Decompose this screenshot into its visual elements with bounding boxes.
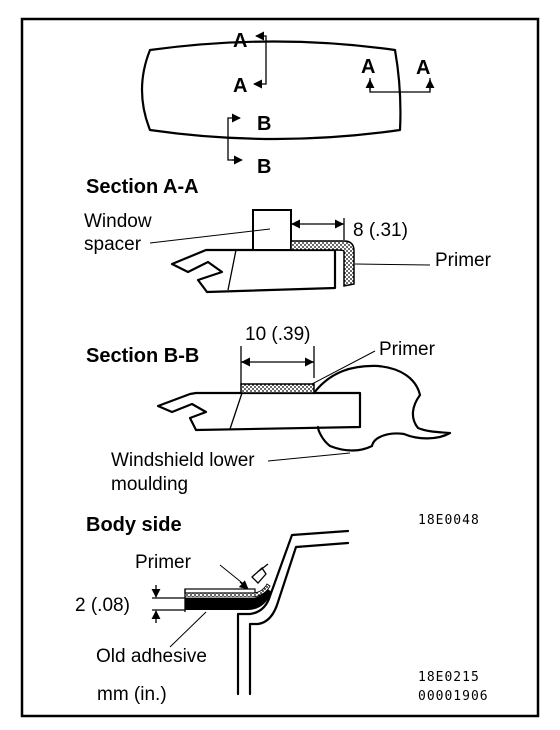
body-panel xyxy=(236,529,350,696)
glass-bb xyxy=(156,391,362,432)
section-aa-title: Section A-A xyxy=(86,176,199,198)
footer: mm (in.) 18E0215 00001906 xyxy=(97,670,489,705)
code-18e0048: 18E0048 xyxy=(418,513,480,528)
body-side: Body side 18E0048 2 (.08) Primer Old adh… xyxy=(75,513,480,696)
code-18e0215: 18E0215 xyxy=(418,670,480,685)
section-aa: Section A-A 8 (.31) Window spacer Primer xyxy=(84,176,492,294)
windshield-overview: A A A A B B xyxy=(140,30,435,178)
primer-label-aa: Primer xyxy=(435,250,492,271)
window-spacer-label-2: spacer xyxy=(84,234,142,255)
diagram-frame xyxy=(20,17,540,718)
primer-band-bb xyxy=(240,383,315,394)
windshield-lower-moulding xyxy=(312,364,452,452)
units-label: mm (in.) xyxy=(97,684,167,705)
primer-band-aa xyxy=(290,240,355,287)
label-a-right-1: A xyxy=(361,56,375,78)
old-adhesive xyxy=(185,588,272,610)
glass-aa xyxy=(170,248,337,294)
code-00001906: 00001906 xyxy=(418,689,489,704)
window-spacer xyxy=(252,209,292,251)
primer-layer-body xyxy=(184,583,271,598)
label-a-top: A xyxy=(233,30,247,52)
windshield-outline xyxy=(140,40,402,141)
dimension-aa: 8 (.31) xyxy=(353,220,408,241)
label-a-bottom: A xyxy=(233,75,247,97)
primer-label-bb: Primer xyxy=(379,339,436,360)
dimension-bb: 10 (.39) xyxy=(245,324,310,345)
moulding-label-1: Windshield lower xyxy=(111,450,255,471)
section-bb-title: Section B-B xyxy=(86,345,199,367)
label-a-right-2: A xyxy=(416,57,430,79)
moulding-label-2: moulding xyxy=(111,474,188,495)
window-spacer-label-1: Window xyxy=(84,211,152,232)
old-adhesive-label: Old adhesive xyxy=(96,646,207,667)
primer-label-body: Primer xyxy=(135,552,192,573)
dimension-body: 2 (.08) xyxy=(75,595,130,616)
label-b-bottom: B xyxy=(257,156,271,178)
section-bb: Section B-B 10 (.39) Primer Windshield l… xyxy=(86,324,452,495)
body-side-title: Body side xyxy=(86,514,182,536)
label-b-top: B xyxy=(257,113,271,135)
